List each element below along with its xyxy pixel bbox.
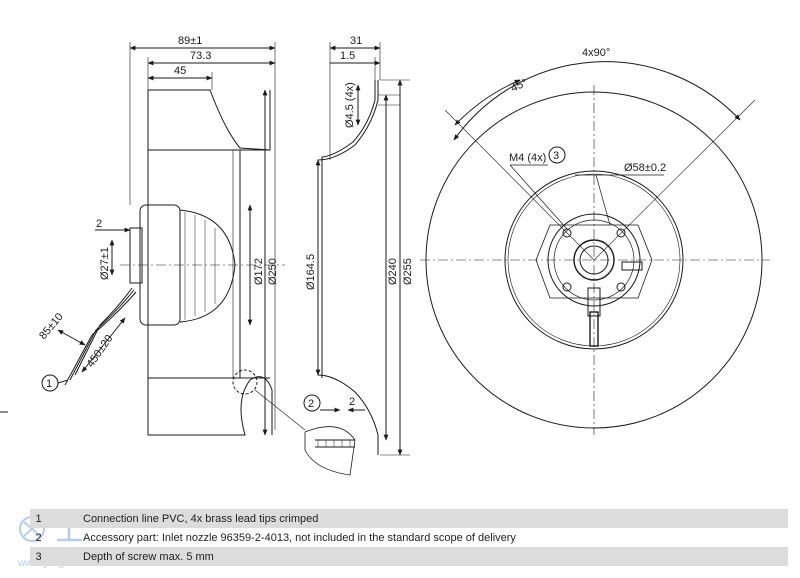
- dim-housing-depth: 45: [174, 65, 186, 77]
- dim-thread: M4 (4x): [509, 152, 546, 164]
- side-view-labels: 89±1 73.3 45 2 Ø27±1 Ø172 Ø250 85±10 450…: [37, 35, 279, 390]
- detail-dim: 2: [349, 396, 355, 408]
- callout-2: 2: [308, 398, 314, 410]
- dim-nozzle-outer-dia: Ø255: [402, 258, 414, 285]
- callout-3: 3: [553, 150, 559, 162]
- notes-table: 1 Connection line PVC, 4x brass lead tip…: [30, 509, 788, 566]
- note-number: 3: [35, 550, 42, 563]
- note-text: Depth of screw max. 5 mm: [83, 550, 214, 563]
- nozzle-view-labels: 31 1.5 Ø4.5 (4x) Ø164.5 Ø240 Ø255 2 2: [305, 35, 414, 410]
- note-text: Connection line PVC, 4x brass lead tips …: [83, 512, 319, 525]
- dim-lead-length-1: 85±10: [37, 311, 66, 342]
- dim-lead-length-2: 450±20: [85, 333, 116, 370]
- technical-drawing: 89±1 73.3 45 2 Ø27±1 Ø172 Ø250 85±10 450…: [0, 35, 770, 476]
- callout-1: 1: [46, 378, 52, 390]
- front-view: [420, 61, 770, 435]
- note-number: 2: [35, 531, 42, 544]
- dim-hub-dia: Ø58±0.2: [624, 162, 666, 174]
- dim-bolt-circle: Ø240: [387, 258, 399, 285]
- dim-overall-depth: 89±1: [178, 35, 202, 47]
- dim-nozzle-width: 31: [350, 35, 362, 47]
- dim-nozzle-inner-dia: Ø164.5: [305, 254, 317, 290]
- note-number: 1: [35, 512, 42, 525]
- dim-motor-dia: Ø172: [253, 258, 265, 285]
- note-row: 1 Connection line PVC, 4x brass lead tip…: [30, 509, 788, 528]
- dim-impeller-dia: Ø250: [267, 258, 279, 285]
- dim-angle-pattern: 4x90°: [582, 47, 610, 59]
- side-view: [0, 42, 306, 436]
- front-view-labels: 4x90° 45° M4 (4x) 3 Ø58±0.2: [509, 47, 666, 174]
- dim-nozzle-thickness: 1.5: [340, 50, 355, 62]
- note-row: 2 Accessory part: Inlet nozzle 96359-2-4…: [30, 528, 788, 547]
- note-row: 3 Depth of screw max. 5 mm: [30, 547, 788, 566]
- dim-nozzle-holes: Ø4.5 (4x): [344, 82, 356, 128]
- nozzle-view: [303, 42, 410, 476]
- dim-flange: 2: [96, 218, 102, 230]
- dim-shaft-dia: Ø27±1: [99, 247, 111, 280]
- note-text: Accessory part: Inlet nozzle 96359-2-401…: [83, 531, 516, 544]
- dim-impeller-depth: 73.3: [190, 50, 211, 62]
